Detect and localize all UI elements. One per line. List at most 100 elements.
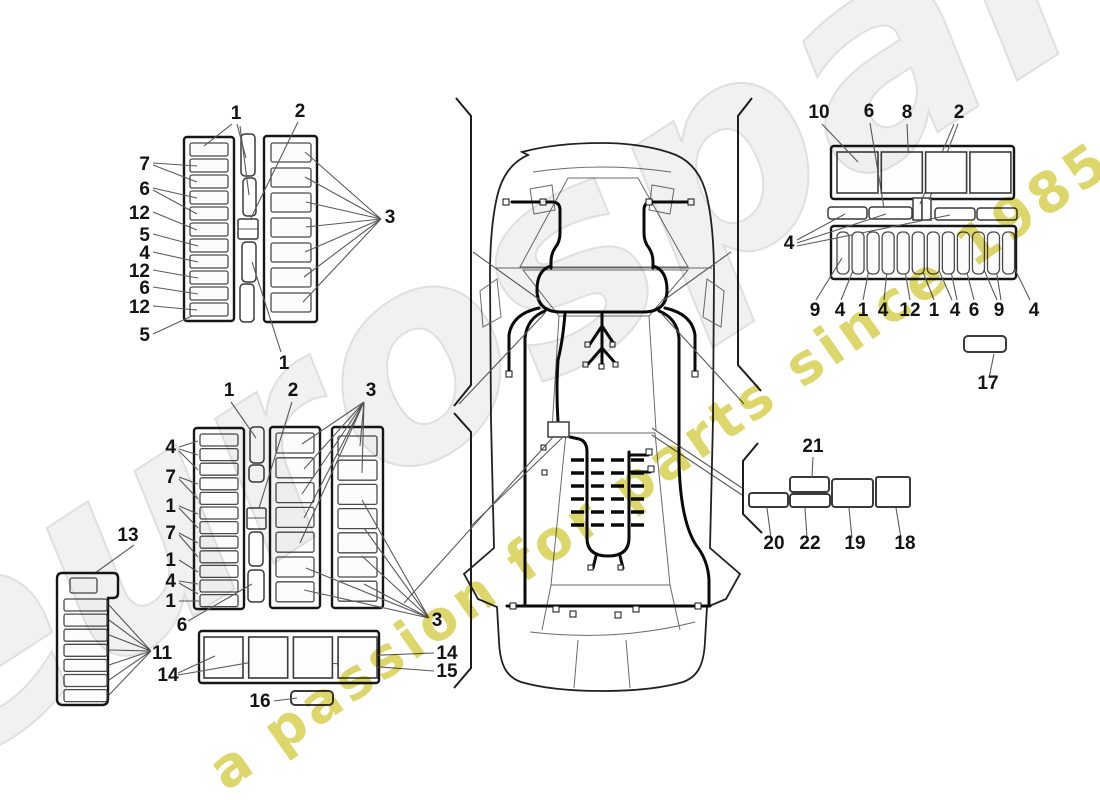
callout-label: 4 [1029,300,1040,321]
fuse-slot [836,231,850,275]
roof-side-left [551,315,560,431]
harness-center-branch [586,310,618,368]
fuse-slot [275,556,315,578]
fuse-slot [866,231,880,275]
fuse-slot [199,433,239,447]
relay-cell [292,636,334,679]
relay [242,177,257,217]
callout-line [302,151,382,303]
nose-crease [532,166,672,173]
fuse-slot [199,593,239,608]
relay-cell [203,636,244,679]
fuse-slot [189,174,229,189]
fuse-slot [337,580,378,602]
callout-line [299,401,365,544]
panel-top-left: 1 2 3 1 7 6 12 5 4 12 6 12 5 [129,101,395,374]
relay-slot [63,673,108,688]
callout-label: 1 [858,300,869,321]
fuse-slot [199,564,239,579]
fuse-slot [189,222,229,237]
fuse-slot [199,447,239,462]
callout-lines-top-right [796,122,1031,379]
fuse-slot [270,292,312,313]
harness-stub-right [663,306,697,375]
fuse-slot [971,231,986,275]
callout-label: 3 [366,380,377,401]
callout-line [403,435,555,604]
panel-bottom-left: 13 11 [55,525,172,707]
harness-dash-loop [535,264,669,314]
relay-slot [69,577,98,594]
relay-box [197,629,381,685]
fuse-slot [275,506,315,529]
callout-label: 4 [139,243,150,264]
callout-label: 21 [802,436,824,457]
callout-label: 7 [139,154,150,175]
panel-top-right: 10 6 8 2 4 9 4 1 4 12 1 4 6 9 4 17 [784,101,1040,394]
callout-label: 9 [994,300,1005,321]
harness-floor-left [523,309,547,606]
callout-label: 17 [977,373,998,394]
fuse-slot [270,267,312,288]
callout-label: 4 [784,233,795,254]
callout-label: 9 [810,300,821,321]
fuse-cell [924,151,968,194]
fuse-slot [851,231,865,275]
engine-bay [550,432,671,586]
callout-label: 22 [799,533,820,554]
relay [239,283,255,323]
fuse-slot [275,432,315,454]
fuse-slot [199,550,239,564]
relay-strip [246,426,267,603]
fuse-slot [270,242,312,263]
callout-label: 14 [157,665,179,686]
relay-strip [237,133,259,323]
callout-line [458,251,546,405]
relay-strip [827,197,1018,221]
bracket-left-lower [453,412,472,689]
fuse-slot [275,531,315,553]
harness-connectors [502,198,702,619]
diffuser-lines [573,639,631,689]
callout-label: 7 [165,467,176,488]
callout-line [152,162,199,335]
car-detail-lines [479,166,725,689]
fuse-slot [199,535,239,549]
fuse-cell [836,151,879,194]
fuse-slot [337,532,378,554]
fuse-slot [189,286,229,301]
fuse-slot [270,217,312,238]
relay-slot [63,688,108,703]
mirror-right [702,278,725,328]
callout-label: 4 [950,300,961,321]
relay [247,569,265,603]
fuse-slot [189,206,229,221]
relay-slot [63,613,108,627]
callout-line [251,261,282,353]
group-bracket [742,442,763,534]
callout-label: 1 [224,380,235,401]
callout-label: 4 [835,300,846,321]
fuse-slot [199,506,239,520]
module-19 [831,478,874,508]
callout-label: 10 [808,102,829,123]
module-20 [748,492,789,508]
callout-label: 2 [288,380,299,401]
callout-line [796,213,951,247]
callout-line [108,604,152,696]
fuse-cell [880,151,924,194]
callout-label: 2 [954,102,965,123]
hood-panel [519,177,689,268]
callout-line [249,121,299,221]
callout-label: 1 [231,103,242,124]
fuse-slot [199,520,239,535]
callout-label: 4 [878,300,889,321]
callout-label: 6 [864,101,875,122]
relay [976,207,1018,221]
callout-label: 4 [165,437,176,458]
callout-label: 6 [969,300,980,321]
fuse-slot [275,457,315,479]
fuse-slot [337,507,378,530]
fuse-slot [275,581,315,603]
pointer-line [651,427,743,496]
